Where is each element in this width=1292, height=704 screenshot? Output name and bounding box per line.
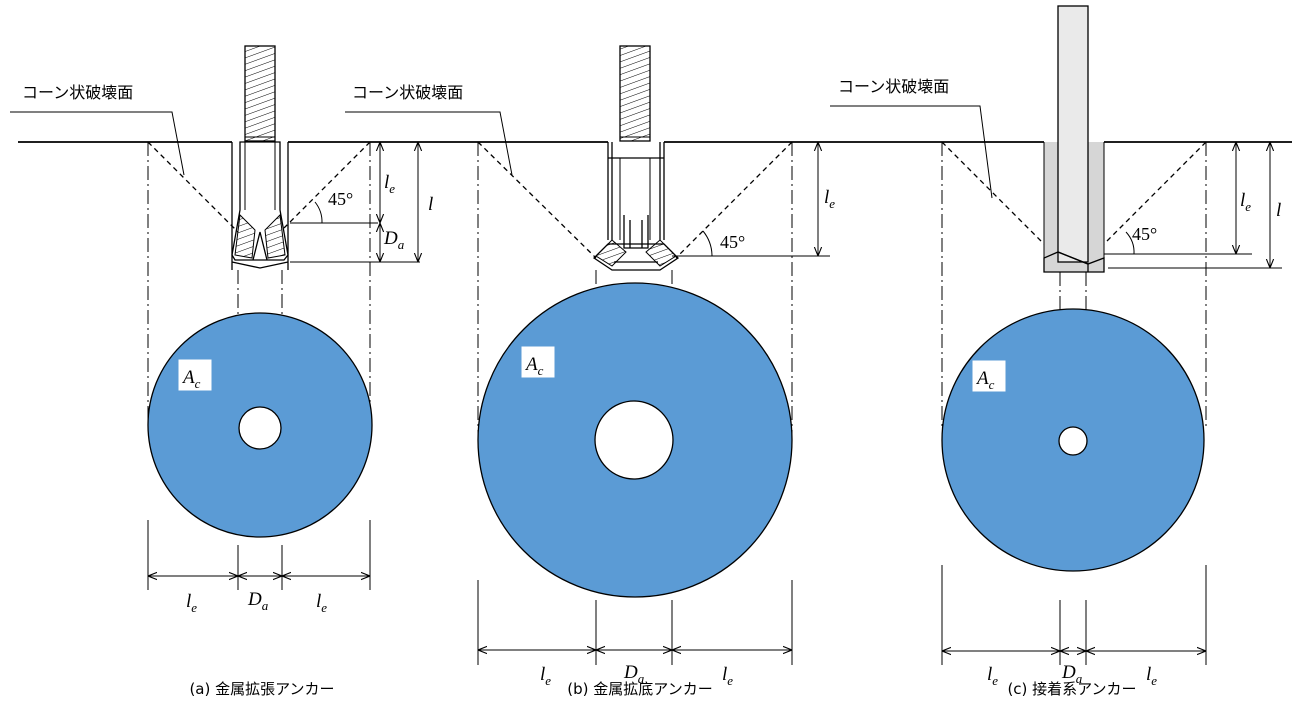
panel-b: コーン状破壊面 45° [345, 45, 835, 698]
angle-label: 45° [720, 232, 745, 252]
svg-text:le: le [186, 591, 197, 615]
svg-text:le: le [722, 664, 733, 688]
svg-text:le: le [316, 591, 327, 615]
expansion-anchor-bolt [231, 45, 289, 270]
angle-label: 45° [328, 189, 353, 209]
cone-surface-label: コーン状破壊面 [838, 77, 949, 96]
cone-surface-label: コーン状破壊面 [352, 83, 463, 102]
svg-text:Da: Da [247, 589, 269, 613]
projected-area: Ac [147, 312, 373, 538]
cone-line-left [147, 141, 239, 233]
projected-area: Ac [477, 282, 793, 598]
panel-c: コーン状破壊面 45° le l Ac [830, 5, 1282, 698]
cone-surface-leader [830, 105, 993, 199]
l-label: l [1276, 200, 1281, 221]
cone-surface-leader [345, 111, 513, 176]
caption-b: (b) 金属拡底アンカー [567, 680, 712, 698]
da-label: Da [383, 228, 405, 252]
angle-label: 45° [1132, 224, 1157, 244]
svg-text:le: le [540, 664, 551, 688]
ac-label: Ac [181, 367, 201, 391]
svg-text:le: le [1240, 190, 1251, 214]
cone-line-right [283, 141, 371, 229]
cone-surface-leader [10, 111, 185, 176]
adhesive-anchor [1043, 5, 1105, 273]
le-label: le [384, 172, 395, 196]
panel-a: コーン状破壊面 45° [10, 45, 433, 698]
l-label: l [428, 194, 433, 215]
caption-c: (c) 接着系アンカー [1007, 680, 1136, 698]
caption-a: (a) 金属拡張アンカー [189, 680, 334, 698]
svg-text:le: le [987, 664, 998, 688]
svg-text:le: le [1146, 664, 1157, 688]
cone-surface-label: コーン状破壊面 [22, 83, 133, 102]
svg-text:le: le [824, 187, 835, 211]
svg-text:Da: Da [623, 662, 645, 686]
svg-text:Ac: Ac [524, 354, 544, 378]
svg-text:Ac: Ac [975, 368, 995, 392]
svg-text:Da: Da [1061, 662, 1083, 686]
projected-area: Ac [941, 308, 1205, 572]
undercut-anchor-bolt [592, 45, 680, 271]
